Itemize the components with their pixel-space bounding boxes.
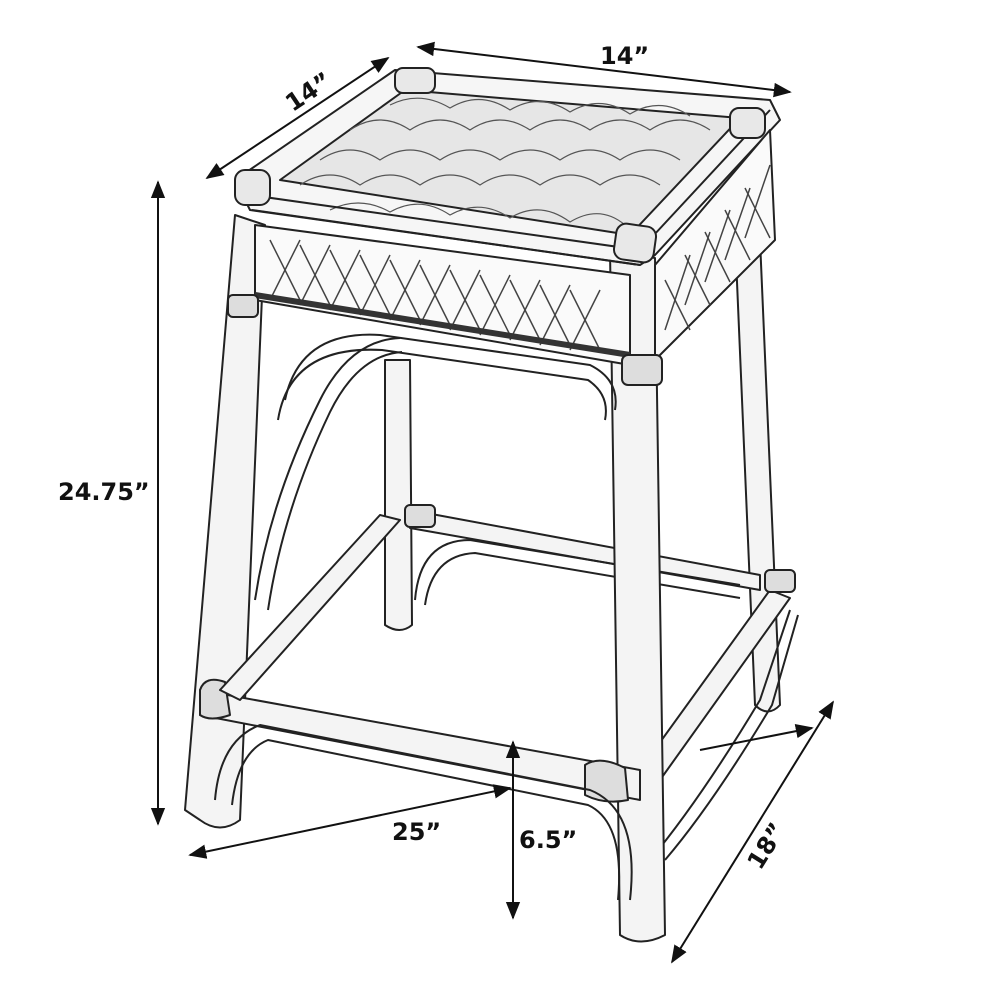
stool-drawing (184, 67, 799, 943)
apron-side (654, 129, 776, 361)
back-left-leg (384, 359, 413, 631)
top-depth-line (205, 57, 390, 179)
stretcher-height-label: 6.5” (519, 826, 578, 854)
base-width-label: 25” (392, 818, 442, 846)
front-stretcher (199, 689, 641, 801)
left-stretcher (219, 514, 401, 701)
base-width-line (188, 784, 512, 859)
back-stretcher (409, 509, 761, 591)
dimension-lines (150, 41, 834, 964)
top-width-line (416, 41, 792, 98)
base-depth-line (671, 700, 834, 964)
top-width-label: 14” (600, 42, 650, 70)
height-label: 24.75” (58, 478, 150, 506)
